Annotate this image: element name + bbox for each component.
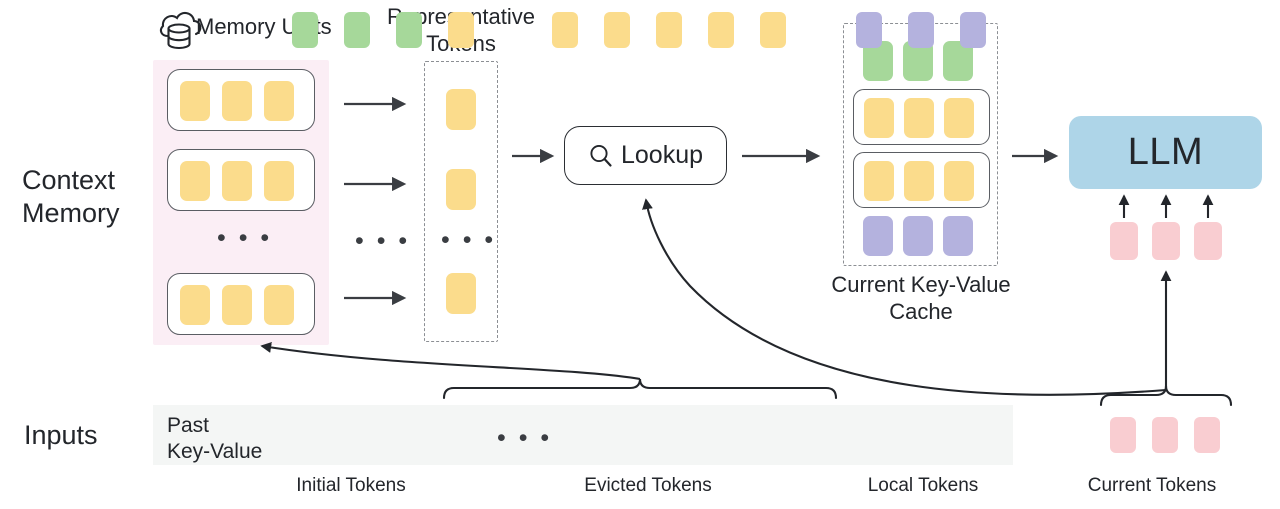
input-token-initial — [292, 12, 318, 48]
kv-group-token-row — [864, 161, 974, 201]
representative-tokens-ellipsis: • • • — [441, 226, 497, 254]
input-token-initial — [344, 12, 370, 48]
memory-unit-token-row — [180, 285, 294, 325]
memory-token — [264, 285, 294, 325]
memory-unit-n[interactable] — [167, 273, 315, 335]
memory-token — [180, 81, 210, 121]
current-kv-cache-box — [843, 23, 998, 266]
memory-to-representative-arrows — [344, 96, 407, 306]
context-memory-label: Context Memory — [22, 165, 120, 228]
cloud-database-icon — [158, 6, 204, 54]
kv-token-yellow — [864, 161, 894, 201]
current-token — [1152, 417, 1178, 453]
evicted-tokens-brace — [442, 378, 838, 400]
kv-group-token-row — [864, 98, 974, 138]
memory-units-ellipsis: • • • — [217, 224, 273, 252]
llm-block[interactable]: LLM — [1069, 116, 1262, 189]
memory-unit-2[interactable] — [167, 149, 315, 211]
input-token-local — [908, 12, 934, 48]
evicted-tokens-caption: Evicted Tokens — [584, 475, 712, 496]
input-ellipsis: • • • — [497, 424, 553, 452]
kv-memory-unit-2[interactable] — [853, 152, 990, 208]
memory-token — [222, 285, 252, 325]
kv-token-purple — [863, 216, 893, 256]
input-token-local — [856, 12, 882, 48]
current-token — [1194, 417, 1220, 453]
memory-unit-1[interactable] — [167, 69, 315, 131]
current-tokens-to-llm-arrows — [1118, 194, 1214, 218]
memory-unit-token-row — [180, 161, 294, 201]
representative-tokens-box: • • • — [424, 61, 498, 342]
local-tokens-caption: Local Tokens — [867, 475, 979, 496]
input-token-evicted — [448, 12, 474, 48]
inputs-strip: Past Key-Value — [153, 405, 1013, 465]
memory-token — [180, 161, 210, 201]
llm-label: LLM — [1127, 131, 1204, 173]
representative-token — [446, 89, 476, 130]
memory-token — [264, 81, 294, 121]
input-token-evicted — [552, 12, 578, 48]
current-token — [1110, 417, 1136, 453]
kv-token-yellow — [944, 98, 974, 138]
kv-token-yellow — [864, 98, 894, 138]
input-token-initial — [396, 12, 422, 48]
lookup-label: Lookup — [620, 141, 704, 169]
kv-token-purple — [903, 216, 933, 256]
inputs-label: Inputs — [24, 420, 98, 450]
memory-token — [222, 81, 252, 121]
memory-token — [180, 285, 210, 325]
context-memory-region: • • • — [153, 60, 329, 345]
evicted-to-context-memory-arrow — [260, 342, 641, 381]
kv-token-yellow — [944, 161, 974, 201]
current-tokens-caption: Current Tokens — [1087, 475, 1217, 496]
memory-token — [264, 161, 294, 201]
current-kv-cache-label: Current Key-Value Cache — [831, 272, 1011, 324]
input-token-evicted — [604, 12, 630, 48]
current-tokens-brace — [1099, 385, 1233, 407]
memory-token — [222, 161, 252, 201]
llm-input-token — [1110, 222, 1138, 260]
memory-unit-token-row — [180, 81, 294, 121]
kv-token-purple — [943, 216, 973, 256]
memory-arrows-ellipsis: • • • — [355, 227, 411, 255]
llm-input-token — [1152, 222, 1180, 260]
input-token-evicted — [708, 12, 734, 48]
input-token-local — [960, 12, 986, 48]
input-token-evicted — [656, 12, 682, 48]
search-icon — [588, 143, 614, 169]
llm-input-token — [1194, 222, 1222, 260]
representative-token — [446, 273, 476, 314]
input-token-evicted — [760, 12, 786, 48]
kv-row-local — [863, 216, 973, 256]
kv-token-yellow — [904, 98, 934, 138]
initial-tokens-caption: Initial Tokens — [296, 475, 406, 496]
kv-memory-unit-1[interactable] — [853, 89, 990, 145]
past-key-value-label: Past Key-Value — [167, 414, 263, 463]
lookup-button[interactable]: Lookup — [564, 126, 727, 185]
representative-token — [446, 169, 476, 210]
kv-token-yellow — [904, 161, 934, 201]
